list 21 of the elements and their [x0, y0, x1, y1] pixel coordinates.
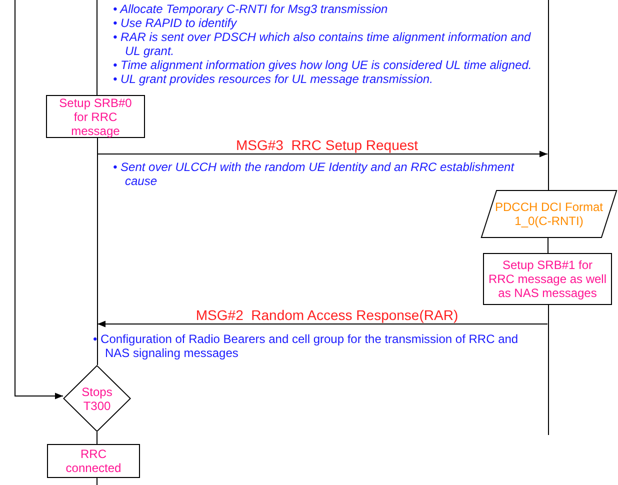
bullet-note: • Configuration of Radio Bearers and cell group for the transmission of RRC and NAS signaling messages	[93, 332, 520, 360]
decision-diamond: Stops T300	[63, 365, 131, 432]
arrow	[97, 320, 548, 328]
lifeline	[96, 432, 98, 444]
bullet-note: • Use RAPID to identify	[113, 16, 238, 30]
arrow	[97, 150, 548, 158]
lifeline	[96, 0, 98, 96]
edge-label: MSG#3 RRC Setup Request	[236, 137, 418, 153]
process-box: Setup SRB#1 for RRC message as well as NAS messages	[483, 253, 612, 305]
data-parallelogram: PDCCH DCI Format 1_0(C-RNTI)	[480, 190, 618, 238]
edge-label: MSG#2 Random Access Response(RAR)	[196, 307, 458, 323]
lifeline	[96, 478, 98, 485]
process-box: RRC connected	[47, 444, 140, 478]
bullet-note: • Time alignment information gives how long UE is considered UL time aligned.	[113, 58, 533, 72]
bullet-note: • Sent over ULCCH with the random UE Identity and an RRC establishment cause	[113, 160, 516, 188]
arrow	[14, 0, 64, 400]
bullet-note: • UL grant provides resources for UL message transmission.	[113, 72, 434, 86]
bullet-note: • RAR is sent over PDSCH which also contains time alignment information and UL grant.	[113, 30, 532, 58]
bullet-note: • Allocate Temporary C-RNTI for Msg3 transmission	[113, 2, 389, 16]
process-box: Setup SRB#0 for RRC message	[46, 95, 145, 138]
lifeline	[96, 138, 98, 365]
